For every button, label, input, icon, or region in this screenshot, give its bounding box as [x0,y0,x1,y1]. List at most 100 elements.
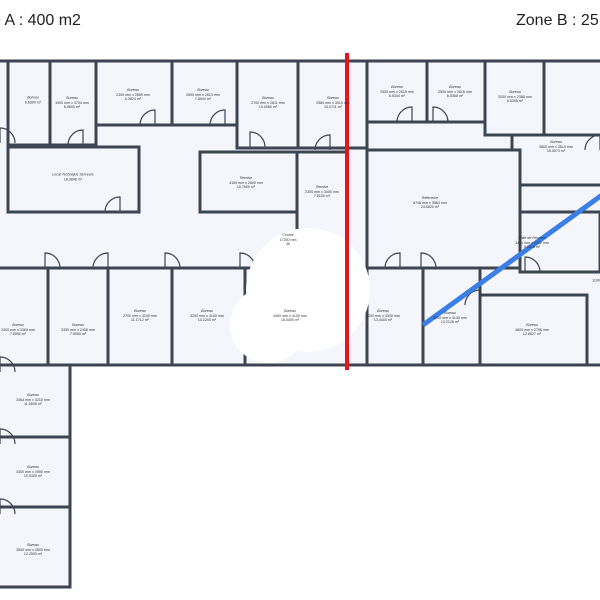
door-swing-icon [139,109,156,126]
room-dims: 4400 mm x 4100 mm [273,313,307,318]
room-name: Remise [315,185,329,190]
room-name: Bureau [66,96,78,101]
room-area: 7.8100 m² [313,194,331,199]
room-dims: 2300 mm x 3000 mm [305,189,339,194]
door-swing-icon [209,109,226,126]
room-16 [0,266,50,367]
dimension-label: 1100 [592,278,600,283]
room-area: 10.0300 m² [23,474,43,479]
room-dims: 4600 mm x 2796 mm [515,327,549,332]
room-area: 10.0711 m² [324,105,342,110]
door-swing-icon [0,498,16,515]
door-swing-icon [524,256,541,273]
room-dims: 17250 mm [279,237,297,242]
room-area: 7.8950 m² [9,332,27,337]
door-swing-icon [164,252,181,269]
room-dims: 1900 mm x 3704 mm [55,100,89,105]
room-name: Bureau [201,309,213,314]
room-name: Bureau [12,323,24,328]
room-dims: 2500 mm x 2616 mm [438,89,472,94]
room-dims: 2500 mm x 2615 mm [380,89,414,94]
room-name: Bureau [262,96,274,101]
room-area: 15.0073 m² [546,149,566,154]
room-name: Bureau [526,323,538,328]
room-name: Réfectoire [421,196,439,201]
zone-b-label: Zone B : 25 [516,12,599,29]
room-5 [296,59,369,150]
room-area: 10.0060 m² [258,105,278,110]
room-area: 12.8627 m² [522,332,542,337]
room-name: Bureau [27,393,39,398]
door-swing-icon [314,134,331,151]
door-swing-icon [249,131,266,148]
room-dims: 3350 mm x 2408 mm [61,327,95,332]
room-name: Bureau [127,88,139,93]
room-area: 7.8950 m² [69,332,87,337]
room-name: Bureau [377,309,389,314]
room-area: 6.5368 m² [446,94,464,99]
room-name: Bureau [391,85,403,90]
room-area: 18.3848 m² [63,177,83,181]
room-0 [6,59,52,147]
room-2 [94,59,174,127]
door-swing-icon [384,252,401,269]
room-area: 7.8944 m² [194,97,212,102]
room-dims: 2030 mm x 2388 mm [498,94,532,99]
room-17 [46,266,110,367]
room-area: 18.0400 m² [280,318,300,323]
room-name: Bureau [550,140,562,145]
door-swing-icon [67,129,84,146]
room-area: 11.0608 m² [24,402,42,407]
door-swing-icon [0,356,16,373]
room-dims: 2600 mm x 2613 mm [186,92,220,97]
room-area: 10.7900 m² [236,185,256,190]
room-name: Bureau [72,323,84,328]
room-area: 13.1200 m² [197,318,217,323]
room-dims: 6746 mm x 3863 mm [413,200,447,205]
room-name: Bureau [444,311,456,316]
room-name: Remise [239,176,253,181]
room-dims: 3461 mm x 2732 mm [515,240,549,245]
door-swing-icon [420,252,437,269]
door-swing-icon [0,127,16,144]
door-swing-icon [432,106,449,123]
room-26 [0,505,72,589]
room-area: 6.6600 m² [24,100,42,104]
room-dims: 2580 mm x 3910 mm [316,100,350,105]
room-dims: 2300 mm x 3369 mm [1,327,35,332]
room-area: 46 [285,242,290,247]
room-area: 11.1712 m² [131,318,149,323]
room-10 [6,145,141,214]
room-14 [365,148,522,270]
room-area: 13.4400 m² [373,318,393,323]
room-dims: 2300 mm x 2859 mm [116,92,150,97]
room-dims: 2700 mm x 4100 mm [123,313,157,318]
diagonal-marker-line [421,193,600,328]
room-dims: 3500 mm x 3500 mm [16,547,50,552]
room-11 [198,150,299,214]
room-23 [478,293,589,367]
door-swing-icon [0,428,16,445]
room-area: 6.5344 m² [388,94,406,99]
door-swing-icon [44,252,61,269]
